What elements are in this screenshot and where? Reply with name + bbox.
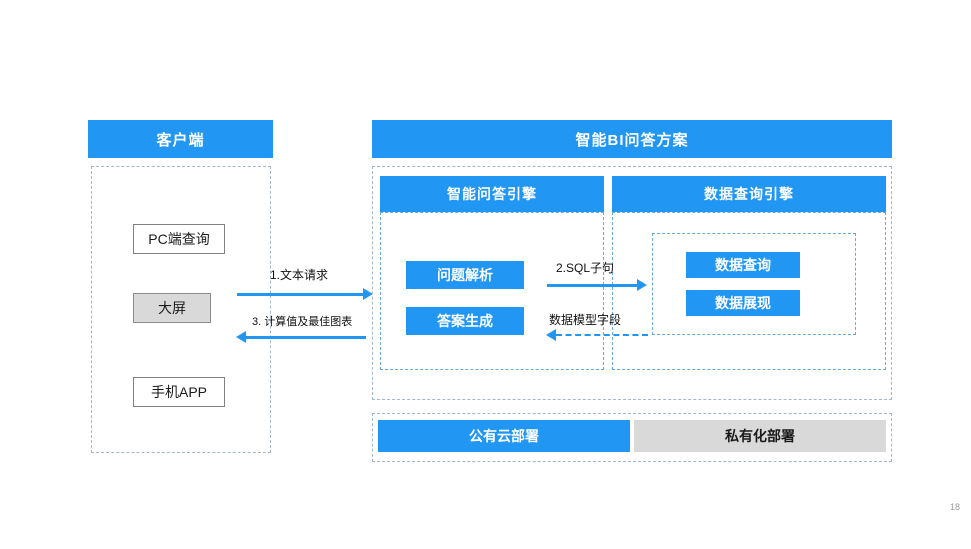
- deployment-private: 私有化部署: [634, 420, 886, 452]
- arrow-label-model-fields: 数据模型字段: [549, 313, 622, 327]
- client-header: 客户端: [88, 120, 273, 158]
- arrow-left-icon: [546, 329, 556, 341]
- data-step-query: 数据查询: [686, 252, 800, 278]
- arrow-line-sql-clause: [547, 284, 639, 287]
- client-item-pc: PC端查询: [133, 224, 225, 254]
- qa-step-answer-generate: 答案生成: [406, 307, 524, 335]
- solution-header: 智能BI问答方案: [372, 120, 892, 158]
- data-engine-inner-box: [652, 233, 856, 335]
- arrow-line-result-return: [246, 336, 366, 339]
- arrow-label-sql-clause: 2.SQL子句: [556, 261, 615, 275]
- client-item-bigscreen: 大屏: [133, 293, 211, 323]
- arrow-left-icon: [236, 331, 246, 343]
- arrow-right-icon: [363, 288, 373, 300]
- arrow-line-text-request: [237, 293, 365, 296]
- arrow-dashed-line-model-fields: [556, 334, 648, 336]
- arrow-right-icon: [637, 279, 647, 291]
- arrow-label-result-return: 3. 计算值及最佳图表: [252, 316, 353, 328]
- page-number: 18: [950, 502, 961, 512]
- qa-engine-box: [380, 212, 604, 370]
- data-step-display: 数据展现: [686, 290, 800, 316]
- arrow-label-text-request: 1.文本请求: [270, 268, 329, 282]
- data-engine-header: 数据查询引擎: [612, 176, 886, 212]
- data-engine-box: [612, 212, 886, 370]
- qa-step-question-parse: 问题解析: [406, 261, 524, 289]
- client-item-mobile-app: 手机APP: [133, 377, 225, 407]
- client-group-box: [91, 166, 271, 453]
- deployment-public-cloud: 公有云部署: [378, 420, 630, 452]
- deployment-group-box: [372, 413, 892, 462]
- solution-group-box: [372, 166, 892, 400]
- qa-engine-header: 智能问答引擎: [380, 176, 604, 212]
